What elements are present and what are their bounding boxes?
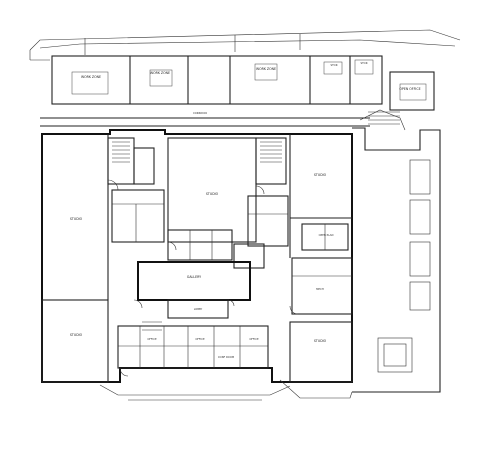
- room-label-studio-left: STUDIO: [70, 217, 83, 221]
- lower-site-lines: [99, 379, 353, 401]
- partitions: [41, 134, 353, 383]
- room-label-studio-right: STUDIO: [314, 173, 327, 177]
- room-label-conf-room: CONF ROOM: [218, 355, 234, 359]
- room-label-work-zone-1: WORK ZONE: [81, 75, 101, 79]
- room-label-stor-2: STOR: [360, 61, 367, 65]
- room-label-corridor: CORRIDOR: [193, 111, 207, 115]
- east-west-corridor: [40, 117, 370, 127]
- room-label-studio-lower-right: STUDIO: [314, 339, 327, 343]
- room-label-office-a: OFFICE: [147, 337, 157, 341]
- room-label-studio-lower-left: STUDIO: [70, 333, 83, 337]
- north-strip: [51, 55, 435, 111]
- stairs: [112, 141, 282, 331]
- site-lines: [29, 29, 461, 61]
- room-label-lobby: LOBBY: [194, 307, 203, 311]
- room-label-mech: MECH: [316, 287, 324, 291]
- room-label-work-zone-2: WORK ZONE: [150, 71, 170, 75]
- room-label-open-plan: OPEN PLAN: [319, 233, 334, 237]
- room-label-stor-1: STOR: [330, 63, 337, 67]
- building-outline: [41, 129, 353, 383]
- room-labels: WORK ZONE WORK ZONE WORK ZONE STOR STOR …: [70, 61, 421, 359]
- room-label-office-b: OFFICE: [195, 337, 205, 341]
- room-label-open-office: OPEN OFFICE: [399, 87, 420, 91]
- doors: [107, 179, 299, 377]
- room-label-work-zone-3: WORK ZONE: [256, 67, 276, 71]
- room-label-studio-center: STUDIO: [206, 192, 219, 196]
- room-label-gallery: GALLERY: [187, 275, 201, 279]
- room-label-office-c: OFFICE: [249, 337, 259, 341]
- east-strip: [352, 109, 441, 393]
